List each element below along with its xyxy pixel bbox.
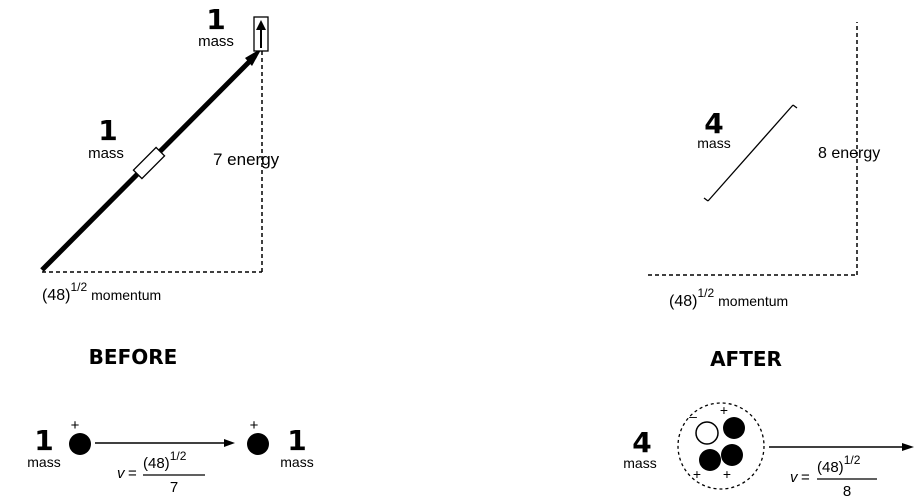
after-charge-plus-3: +: [723, 466, 731, 482]
after-proton-1: [723, 417, 745, 439]
after-nucleus-mass-label: mass: [623, 455, 656, 471]
after-velocity-v: v: [790, 469, 799, 486]
after-nucleus-mass-number: 4: [632, 426, 651, 459]
before-heading: BEFORE: [89, 345, 178, 369]
before-velocity-arrowhead: [224, 439, 235, 447]
before-velocity-num-base: (48): [143, 455, 170, 472]
before-velocity-numerator: (48)1/2: [143, 449, 187, 472]
after-velocity-denominator: 8: [843, 483, 851, 500]
before-right-mass-label: mass: [280, 454, 313, 470]
after-momentum-label: (48)1/2 momentum: [669, 286, 788, 310]
after-neutral-particle: [695, 421, 719, 445]
after-proton-2: [699, 449, 721, 471]
before-momentum-label: (48)1/2 momentum: [42, 280, 161, 304]
before-left-charge: +: [71, 417, 80, 434]
after-momentum-word: momentum: [718, 293, 788, 309]
after-line-tick-top: [792, 104, 798, 109]
before-left-proton: [69, 433, 91, 455]
after-velocity-num-base: (48): [817, 459, 844, 476]
after-diagram: 4 mass 8 energy (48)1/2 momentum: [648, 22, 880, 310]
after-charge-minus: –: [689, 408, 697, 424]
after-momentum-base: (48): [669, 293, 697, 310]
before-velocity-num-exp: 1/2: [170, 449, 187, 463]
after-mass-number: 4: [704, 107, 723, 140]
before-mass-mid-number: 1: [98, 114, 117, 147]
before-right-proton: [247, 433, 269, 455]
after-proton-3: [721, 444, 743, 466]
after-velocity-eq: =: [801, 469, 810, 486]
before-mass-top-number: 1: [206, 3, 225, 36]
after-mass-label: mass: [697, 135, 730, 151]
before-velocity-denominator: 7: [170, 479, 178, 496]
after-four-momentum-line: [707, 104, 794, 202]
before-diagram: 1 mass 1 mass 7 energy (48)1/2 momentum: [40, 3, 280, 304]
before-mass-box-mid: [132, 146, 166, 180]
after-charge-plus-1: +: [720, 402, 728, 418]
after-heading: AFTER: [710, 347, 782, 371]
after-energy-label: 8 energy: [818, 145, 880, 162]
before-small-arrowhead: [256, 20, 266, 30]
after-particles: 4 mass – + + + v = (48)1/2 8: [623, 402, 914, 500]
before-momentum-exp: 1/2: [70, 280, 87, 294]
before-left-mass-number: 1: [34, 424, 53, 457]
after-velocity-arrowhead: [902, 443, 914, 451]
after-velocity-num-exp: 1/2: [844, 453, 861, 467]
before-left-mass-label: mass: [27, 454, 60, 470]
before-velocity-v: v: [117, 465, 126, 482]
before-particles: 1 mass + + 1 mass v = (48)1/2 7: [27, 417, 313, 496]
after-momentum-exp: 1/2: [697, 286, 714, 300]
before-velocity-eq: =: [128, 465, 137, 482]
before-mass-mid-label: mass: [88, 145, 124, 162]
before-momentum-word: momentum: [91, 287, 161, 303]
before-arrowhead: [245, 48, 262, 66]
before-mass-top-label: mass: [198, 33, 234, 50]
before-right-charge: +: [250, 417, 259, 434]
after-line-tick-bottom: [703, 197, 709, 202]
after-nucleus-boundary: [677, 402, 765, 490]
before-right-mass-number: 1: [287, 424, 306, 457]
before-energy-label: 7 energy: [213, 150, 280, 169]
after-charge-plus-2: +: [693, 466, 701, 482]
after-velocity-numerator: (48)1/2: [817, 453, 861, 476]
before-momentum-base: (48): [42, 287, 70, 304]
